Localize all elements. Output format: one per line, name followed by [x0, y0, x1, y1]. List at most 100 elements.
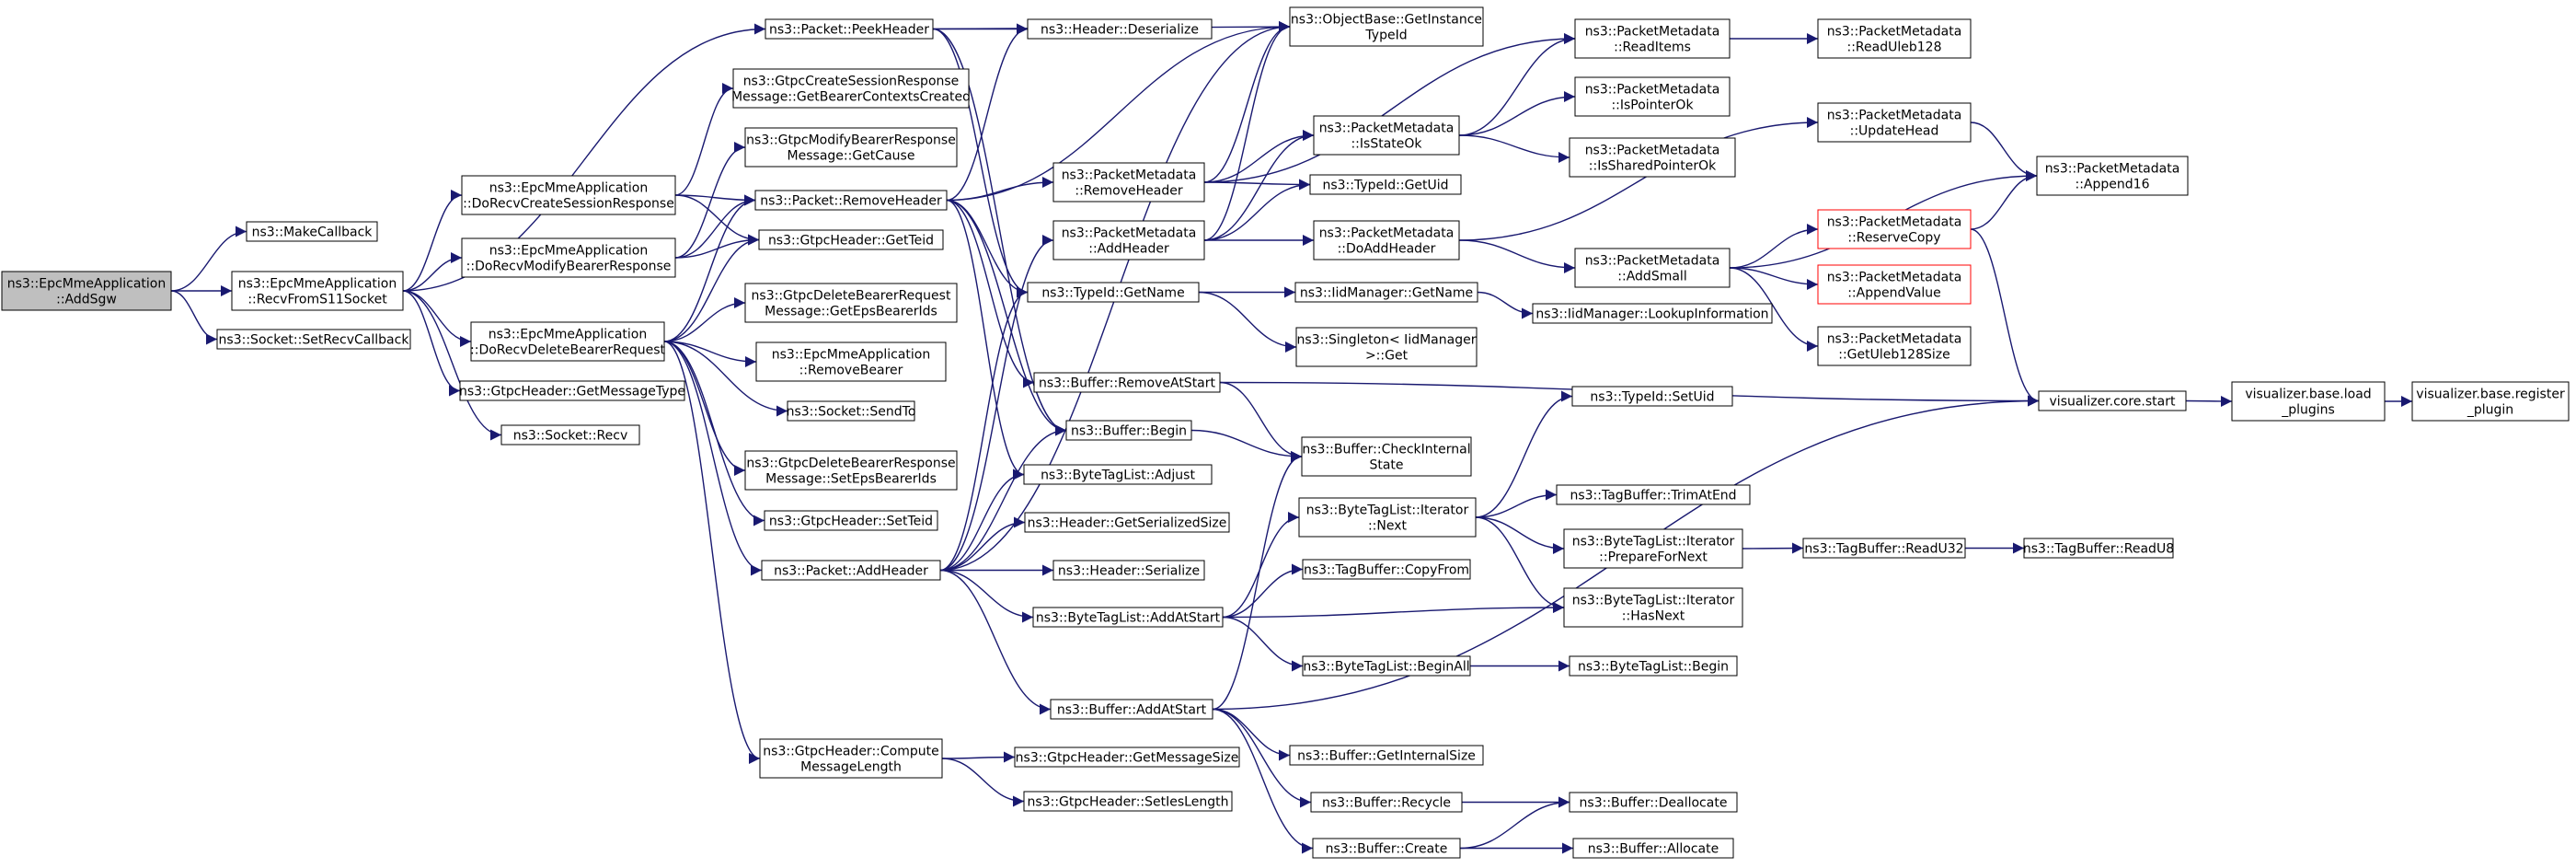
node-domodifybearer[interactable]: ns3::EpcMmeApplication::DoRecvModifyBear…	[461, 237, 676, 278]
node-box	[461, 175, 676, 215]
edge-addsmall-to-appendvalue	[1729, 267, 1819, 290]
node-singletonget[interactable]: ns3::Singleton< IidManager >::Get	[1295, 327, 1478, 367]
node-box	[500, 424, 640, 446]
edge-recvfroms11-to-getmessagetype	[402, 290, 461, 397]
node-vizregister[interactable]: visualizer.base.register_plugin	[2411, 381, 2570, 422]
node-docreatesession[interactable]: ns3::EpcMmeApplication::DoRecvCreateSess…	[461, 175, 676, 215]
node-doaddheader[interactable]: ns3::PacketMetadata::DoAddHeader	[1313, 220, 1460, 260]
node-setieslength[interactable]: ns3::GtpcHeader::SetIesLength	[1023, 791, 1233, 812]
node-prepfornext[interactable]: ns3::ByteTagList::Iterator::PrepareForNe…	[1563, 528, 1743, 569]
node-tbreadu8[interactable]: ns3::TagBuffer::ReadU8	[2023, 538, 2174, 559]
node-vizstart[interactable]: visualizer.core.start	[2038, 390, 2187, 411]
node-label: ns3::Socket::SetRecvCallback	[219, 333, 410, 348]
node-setteid[interactable]: ns3::GtpcHeader::SetTeid	[764, 510, 938, 531]
node-addsmall[interactable]: ns3::PacketMetadata::AddSmall	[1574, 248, 1731, 288]
node-box	[1289, 6, 1484, 47]
node-removeheader[interactable]: ns3::Packet::RemoveHeader	[754, 190, 948, 211]
node-btliternext[interactable]: ns3::ByteTagList::Iterator::Next	[1298, 497, 1477, 538]
node-deallocate[interactable]: ns3::Buffer::Deallocate	[1569, 792, 1738, 813]
node-setrecvcallback[interactable]: ns3::Socket::SetRecvCallback	[216, 329, 411, 350]
node-setepsbearerids[interactable]: ns3::GtpcDeleteBearerResponseMessage::Se…	[744, 450, 958, 491]
edge-pmremoveheader-to-typeidgetuid	[1203, 179, 1311, 191]
edge-removeheader-to-bufferbegin	[946, 199, 1067, 436]
node-trimatend[interactable]: ns3::TagBuffer::TrimAtEnd	[1556, 484, 1751, 505]
node-getmessagesize[interactable]: ns3::GtpcHeader::GetMessageSize	[1014, 746, 1240, 768]
node-btladdatstart[interactable]: ns3::ByteTagList::AddAtStart	[1032, 607, 1224, 628]
node-label: visualizer.base.register	[2416, 388, 2565, 402]
node-getinternalsize[interactable]: ns3::Buffer::GetInternalSize	[1289, 745, 1484, 766]
node-tbreadu32[interactable]: ns3::TagBuffer::ReadU32	[1802, 538, 1966, 559]
node-bufferbegin[interactable]: ns3::Buffer::Begin	[1065, 420, 1192, 441]
node-hasnext[interactable]: ns3::ByteTagList::Iterator::HasNext	[1563, 587, 1743, 628]
edge-pmremoveheader-to-readitems	[1203, 33, 1576, 183]
node-box	[1301, 436, 1472, 477]
node-recvfroms11[interactable]: ns3::EpcMmeApplication::RecvFromS11Socke…	[231, 271, 404, 311]
node-tbcopyfrom[interactable]: ns3::TagBuffer::CopyFrom	[1302, 559, 1471, 580]
edge-btliternext-to-prepfornext	[1475, 516, 1565, 554]
node-getuleb128size[interactable]: ns3::PacketMetadata::GetUleb128Size	[1817, 326, 1972, 366]
node-pmaddheader[interactable]: ns3::PacketMetadata::AddHeader	[1052, 220, 1205, 260]
node-allocate[interactable]: ns3::Buffer::Allocate	[1572, 838, 1734, 859]
node-getteid[interactable]: ns3::GtpcHeader::GetTeid	[758, 229, 944, 250]
node-appendvalue[interactable]: ns3::PacketMetadata::AppendValue	[1817, 264, 1972, 305]
node-iidlookup[interactable]: ns3::IidManager::LookupInformation	[1532, 303, 1773, 324]
node-socketrecv[interactable]: ns3::Socket::Recv	[500, 424, 640, 446]
node-typeidgetuid[interactable]: ns3::TypeId::GetUid	[1309, 174, 1462, 195]
node-headerserialize[interactable]: ns3::Header::Serialize	[1052, 560, 1205, 581]
node-iidgetname[interactable]: ns3::IidManager::GetName	[1294, 282, 1478, 303]
node-reservecopy[interactable]: ns3::PacketMetadata::ReserveCopy	[1817, 209, 1972, 249]
node-isstateok[interactable]: ns3::PacketMetadata::IsStateOk	[1313, 115, 1460, 156]
node-bufferaddatstart[interactable]: ns3::Buffer::AddAtStart	[1050, 699, 1213, 720]
edge-addheader-to-bufferbegin	[939, 424, 1067, 572]
node-label: ::IsStateOk	[1351, 137, 1422, 152]
node-box	[1569, 137, 1736, 178]
node-addsgw[interactable]: ns3::EpcMmeApplication::AddSgw	[1, 271, 172, 311]
node-ispointerok[interactable]: ns3::PacketMetadata::IsPointerOk	[1574, 76, 1731, 117]
node-pmremoveheader[interactable]: ns3::PacketMetadata::RemoveHeader	[1052, 162, 1205, 203]
node-box	[765, 18, 934, 40]
node-readitems[interactable]: ns3::PacketMetadata::ReadItems	[1574, 18, 1731, 59]
node-label: ns3::MakeCallback	[252, 226, 374, 240]
node-setuid[interactable]: ns3::TypeId::SetUid	[1571, 386, 1733, 407]
node-readuleb128[interactable]: ns3::PacketMetadata::ReadUleb128	[1817, 18, 1972, 59]
node-sendto[interactable]: ns3::Socket::SendTo	[787, 400, 916, 422]
node-label: TypeId	[1364, 29, 1407, 43]
node-box	[2023, 538, 2174, 559]
node-append16[interactable]: ns3::PacketMetadata::Append16	[2036, 156, 2189, 196]
node-label: ns3::Packet::RemoveHeader	[760, 194, 942, 209]
node-box	[1574, 248, 1731, 288]
node-label: visualizer.base.load	[2245, 388, 2371, 402]
node-makecallback[interactable]: ns3::MakeCallback	[246, 221, 378, 242]
node-addheader[interactable]: ns3::Packet::AddHeader	[761, 560, 941, 581]
edge-prepfornext-to-tbreadu32	[1742, 542, 1804, 554]
edge-dodeletebearer-to-removeheader	[663, 194, 756, 342]
node-deserialize[interactable]: ns3::Header::Deserialize	[1027, 18, 1213, 40]
node-getserializedsize[interactable]: ns3::Header::GetSerializedSize	[1024, 512, 1230, 533]
node-typeidgetname[interactable]: ns3::TypeId::GetName	[1027, 282, 1200, 303]
node-box	[1563, 587, 1743, 628]
node-getcause[interactable]: ns3::GtpcModifyBearerResponseMessage::Ge…	[744, 127, 958, 168]
node-btladjust[interactable]: ns3::ByteTagList::Adjust	[1023, 464, 1213, 485]
node-getepsbearerids[interactable]: ns3::GtpcDeleteBearerRequestMessage::Get…	[744, 283, 958, 323]
node-getbearercontexts[interactable]: ns3::GtpcCreateSessionResponseMessage::G…	[731, 68, 971, 109]
node-label: ::DoAddHeader	[1338, 242, 1436, 257]
edge-pmaddheader-to-isstateok	[1203, 130, 1315, 241]
node-peekheader[interactable]: ns3::Packet::PeekHeader	[765, 18, 934, 40]
node-getmessagetype[interactable]: ns3::GtpcHeader::GetMessageType	[459, 380, 685, 401]
node-label: ::ReadUleb128	[1847, 41, 1942, 55]
node-btlbegin[interactable]: ns3::ByteTagList::Begin	[1569, 655, 1738, 677]
node-btlbeginall[interactable]: ns3::ByteTagList::BeginAll	[1302, 655, 1471, 677]
node-removebearer[interactable]: ns3::EpcMmeApplication::RemoveBearer	[755, 341, 947, 382]
edge-addheader-to-getserializedsize	[939, 516, 1026, 572]
node-vizload[interactable]: visualizer.base.load_plugins	[2231, 381, 2386, 422]
node-removeatstart[interactable]: ns3::Buffer::RemoveAtStart	[1033, 372, 1221, 393]
node-buffercreate[interactable]: ns3::Buffer::Create	[1312, 838, 1461, 859]
node-box	[764, 510, 938, 531]
node-dodeletebearer[interactable]: ns3::EpcMmeApplication::DoRecvDeleteBear…	[470, 321, 665, 362]
node-bufferrecycle[interactable]: ns3::Buffer::Recycle	[1310, 792, 1463, 813]
node-issharedpointerok[interactable]: ns3::PacketMetadata::IsSharedPointerOk	[1569, 137, 1736, 178]
node-updatehead[interactable]: ns3::PacketMetadata::UpdateHead	[1817, 102, 1972, 143]
